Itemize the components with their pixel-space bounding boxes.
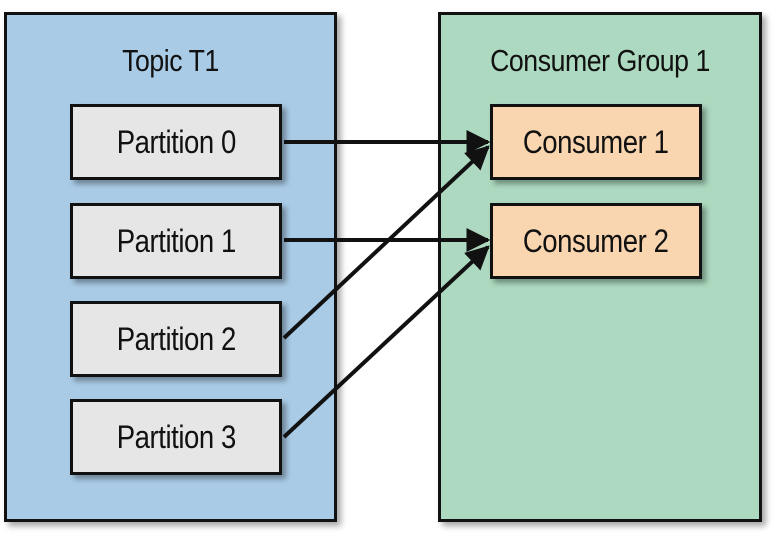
consumer-2-label: Consumer 2 (523, 222, 669, 259)
partition-3-label: Partition 3 (116, 418, 236, 455)
partition-3-box: Partition 3 (70, 399, 282, 475)
partition-2-box: Partition 2 (70, 301, 282, 377)
partition-2-label: Partition 2 (116, 320, 236, 357)
partition-1-label: Partition 1 (116, 222, 236, 259)
partition-0-label: Partition 0 (116, 123, 236, 160)
consumer-1-box: Consumer 1 (490, 104, 702, 180)
partition-0-box: Partition 0 (70, 104, 282, 180)
consumer-group-title: Consumer Group 1 (490, 43, 710, 78)
consumer-2-box: Consumer 2 (490, 203, 702, 279)
topic-title: Topic T1 (122, 43, 219, 78)
partition-1-box: Partition 1 (70, 203, 282, 279)
consumer-1-label: Consumer 1 (523, 123, 669, 160)
